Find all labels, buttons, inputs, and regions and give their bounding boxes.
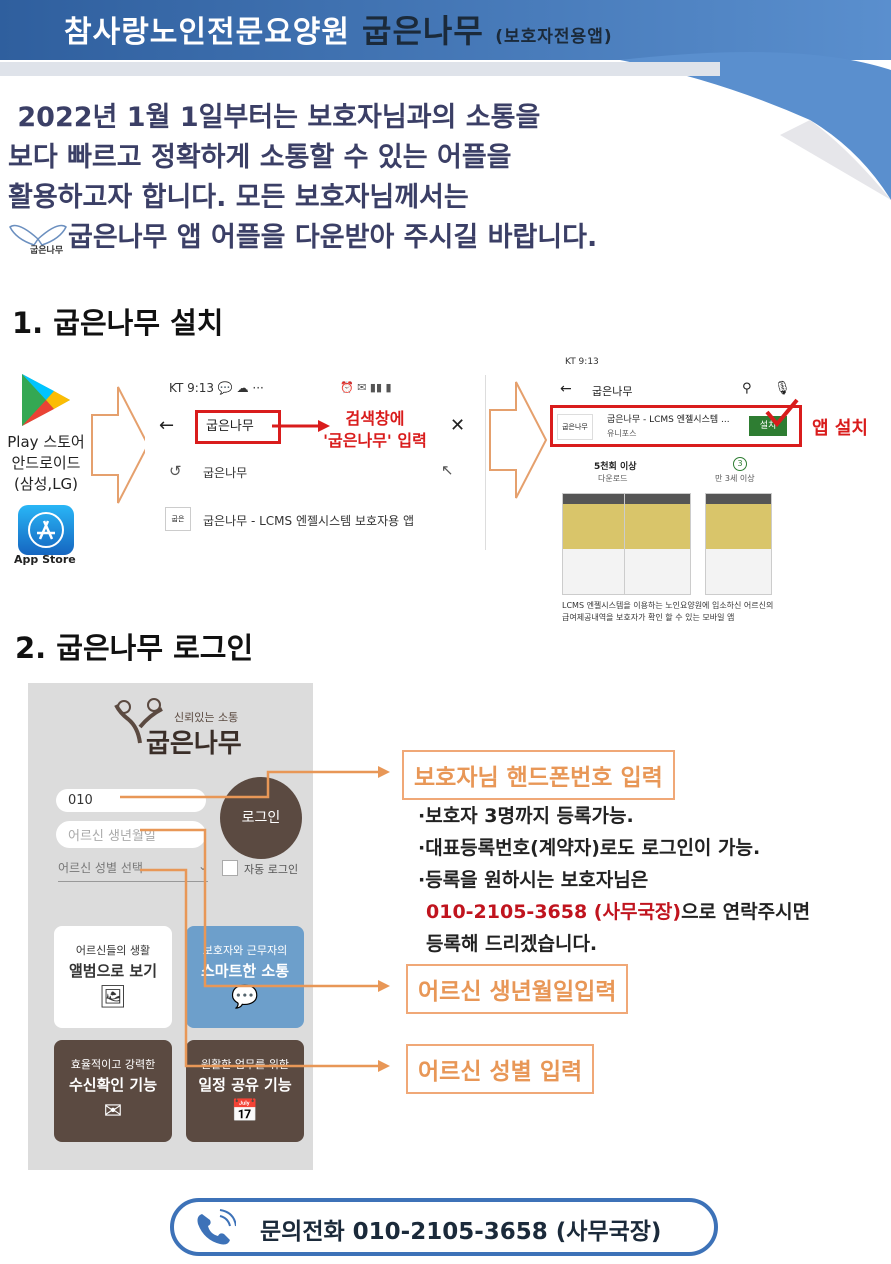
phone-input[interactable]: 010: [56, 789, 206, 812]
login-app-screen: 신뢰있는 소통 굽은나무 010 어르신 생년월일 어르신 성별 선택 ⌄ 로그…: [28, 683, 313, 1170]
app-thumb-icon: 굽은: [165, 507, 191, 531]
phone-callout: 보호자님 핸드폰번호 입력: [402, 750, 675, 800]
tile-schedule[interactable]: 원활한 업무를 위한 일정 공유 기능 📅: [186, 1040, 304, 1142]
auto-login-label: 자동 로그인: [244, 863, 299, 876]
header-title: 참사랑노인전문요양원 굽은나무 (보호자전용앱): [64, 6, 613, 52]
search-callout: 검색창에 '굽은나무' 입력: [323, 409, 427, 450]
intro-line-3: 활용하고자 합니다. 모든 보호자님께서는: [8, 182, 469, 213]
clear-icon[interactable]: ✕: [450, 415, 466, 436]
gender-select[interactable]: 어르신 성별 선택 ⌄: [58, 859, 208, 882]
album-icon: 🖼: [99, 985, 127, 1010]
back-arrow-icon[interactable]: ←: [159, 415, 175, 436]
gender-callout: 어르신 성별 입력: [406, 1044, 595, 1094]
birth-callout: 어르신 생년월일입력: [406, 964, 629, 1014]
downloads-count: 5천회 이상: [594, 462, 637, 472]
envelope-icon: ✉: [103, 1099, 123, 1124]
fill-arrow-icon[interactable]: ↖: [441, 461, 454, 479]
contact-text: 문의전화 010-2105-3658 (사무국장): [260, 1219, 662, 1245]
app-store-icon: [18, 505, 74, 555]
screenshot-2: [624, 493, 691, 595]
tile-communication[interactable]: 보호자와 근무자의 스마트한 소통 💬: [186, 926, 304, 1028]
install-search-text[interactable]: 굽은나무: [592, 385, 633, 398]
screenshot-3: [705, 493, 772, 595]
tile-album[interactable]: 어르신들의 생활 앨범으로 보기 🖼: [54, 926, 172, 1028]
app-listing[interactable]: 굽은나무 굽은나무 - LCMS 엔젤시스템 ... 유니포스 설치: [550, 398, 802, 447]
birthdate-input[interactable]: 어르신 생년월일: [56, 821, 206, 848]
intro-line-2: 보다 빠르고 정확하게 소통할 수 있는 어플을: [8, 142, 512, 173]
office-phone[interactable]: 010-2105-3658 (사무국장): [426, 901, 682, 923]
screenshot-1: [562, 493, 629, 595]
app-store-label: App Store: [14, 553, 76, 566]
section2-title: 2. 굽은나무 로그인: [15, 631, 254, 665]
rating-label: 만 3세 이상: [715, 474, 755, 483]
arrow-right-icon: [90, 385, 150, 505]
phone-icon: [192, 1208, 237, 1252]
rating-badge: 3: [733, 457, 747, 471]
intro-line-4: 굽은나무 앱 어플을 다운받아 주시길 바랍니다.: [68, 222, 598, 253]
app-name: 굽은나무 - LCMS 엔젤시스템 ...: [607, 415, 730, 425]
app-logo-text: 굽은나무: [146, 729, 242, 759]
checkmark-icon: [763, 398, 799, 432]
calendar-icon: 📅: [231, 1099, 259, 1124]
search-callout-arrow: [272, 418, 330, 434]
magnifier-icon[interactable]: ⚲: [742, 381, 752, 396]
wing-logo-icon: 굽은나무: [8, 219, 68, 257]
arrow-right-icon-2: [488, 380, 548, 500]
svg-text:굽은나무: 굽은나무: [30, 244, 63, 256]
intro-text: 2022년 1월 1일부터는 보호자님과의 소통을 보다 빠르고 정확하게 소통…: [8, 98, 748, 258]
tile-receipt[interactable]: 효율적이고 강력한 수신확인 기능 ✉: [54, 1040, 172, 1142]
header-title-text: 참사랑노인전문요양원: [64, 15, 350, 50]
install-screen: KT 9:13 ← 굽은나무 ⚲ 🎙 굽은나무 굽은나무 - LCMS 엔젤시스…: [550, 355, 805, 625]
status-bar: KT 9:13 💬 ☁ ···: [169, 381, 264, 395]
suggestion-1[interactable]: 굽은나무: [203, 466, 248, 480]
header-divider: [0, 62, 720, 76]
header-subtitle: (보호자전용앱): [495, 27, 613, 47]
header-brand: 굽은나무: [362, 12, 484, 50]
play-store-icon: [20, 372, 72, 428]
play-store-label: Play 스토어 안드로이드 (삼성,LG): [7, 433, 85, 493]
tree-logo-icon: [110, 697, 170, 745]
downloads-label: 다운로드: [598, 474, 628, 483]
app-description: LCMS 엔젤시스템을 이용하는 노인요양원에 입소하신 어르신의 급여제공내역…: [562, 601, 774, 622]
app-tagline: 신뢰있는 소통: [174, 711, 239, 724]
install-back-icon[interactable]: ←: [560, 381, 572, 397]
history-icon: ↺: [169, 462, 182, 480]
login-button[interactable]: 로그인: [220, 777, 302, 859]
install-status-bar: KT 9:13: [565, 357, 599, 367]
mic-icon[interactable]: 🎙: [774, 381, 791, 396]
intro-line-1: 2022년 1월 1일부터는 보호자님과의 소통을: [8, 102, 541, 133]
chat-icon: 💬: [231, 985, 259, 1010]
status-icons: ⏰ ✉ ▮▮ ▮: [340, 381, 392, 394]
install-callout: 앱 설치: [812, 418, 868, 439]
suggestion-2[interactable]: 굽은나무 - LCMS 엔젤시스템 보호자용 앱: [203, 514, 414, 528]
app-publisher: 유니포스: [607, 429, 637, 438]
section1-title: 1. 굽은나무 설치: [12, 306, 224, 340]
search-screen: KT 9:13 💬 ☁ ··· ⏰ ✉ ▮▮ ▮ ← 굽은나무 ✕ ↺ 굽은나무…: [145, 375, 486, 550]
app-logo-icon: 굽은나무: [557, 414, 593, 440]
chevron-down-icon: ⌄: [197, 859, 208, 873]
header-band: [0, 0, 891, 60]
header-curl: [620, 40, 891, 200]
registration-notes: ·보호자 3명까지 등록가능. ·대표등록번호(계약자)로도 로그인이 가능. …: [418, 805, 811, 955]
contact-banner[interactable]: 문의전화 010-2105-3658 (사무국장): [170, 1198, 718, 1256]
auto-login-checkbox[interactable]: [222, 860, 238, 876]
search-input[interactable]: 굽은나무: [195, 410, 281, 444]
